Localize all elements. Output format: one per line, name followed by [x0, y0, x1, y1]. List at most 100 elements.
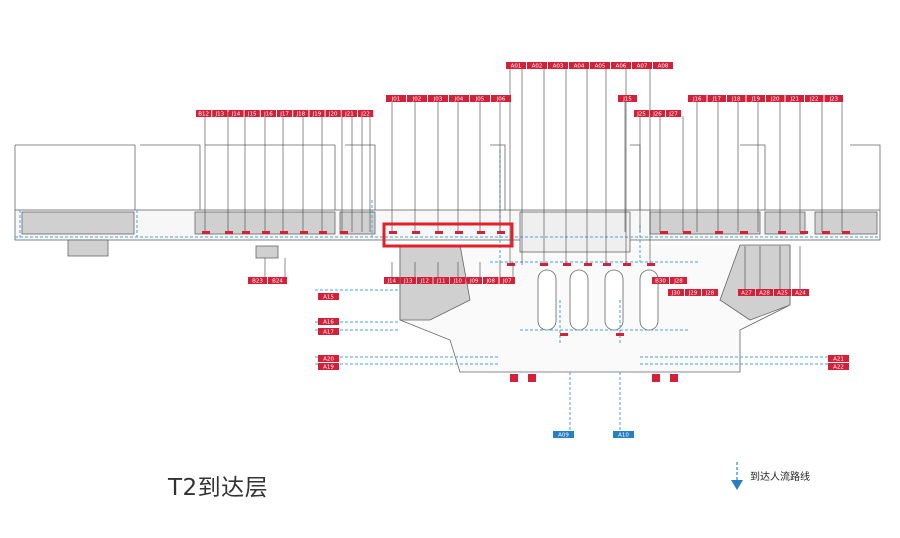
gate-tag: A19 — [318, 363, 339, 371]
svg-text:A27: A27 — [741, 291, 752, 297]
gate-tag: A25 — [774, 289, 791, 297]
gate-tag: A01 — [506, 62, 526, 70]
gate-tag: J06 — [491, 95, 511, 103]
svg-text:J28: J28 — [705, 291, 715, 297]
svg-text:J23: J23 — [828, 97, 838, 103]
arrival-flow-lines — [15, 150, 880, 430]
gate-tag: A21 — [828, 355, 849, 363]
gate-tag: J18 — [727, 95, 746, 103]
gate-tag: J05 — [470, 95, 490, 103]
svg-text:A03: A03 — [553, 64, 564, 70]
gate-tag: J14 — [384, 277, 400, 285]
svg-text:A01: A01 — [511, 64, 522, 70]
svg-text:J03: J03 — [433, 97, 443, 103]
svg-text:J09: J09 — [469, 279, 479, 285]
gate-tag: J09 — [466, 277, 482, 285]
gate-tag: A24 — [792, 289, 809, 297]
gate-tag: J08 — [483, 277, 499, 285]
gate-tag: J28 — [670, 277, 687, 285]
svg-text:B23: B23 — [252, 279, 263, 285]
svg-text:J21: J21 — [789, 97, 799, 103]
gate-tag: J27 — [666, 110, 681, 118]
svg-text:J17: J17 — [711, 97, 721, 103]
gate-tag: J03 — [428, 95, 448, 103]
gate-tag: A27 — [738, 289, 755, 297]
svg-text:J18: J18 — [731, 97, 741, 103]
gate-tag: J21 — [341, 110, 357, 118]
gate-tag: J30 — [668, 289, 684, 297]
svg-text:J22: J22 — [809, 97, 819, 103]
gate-tag: J21 — [785, 95, 804, 103]
gate-tag: A20 — [318, 355, 339, 363]
svg-text:A17: A17 — [323, 330, 334, 336]
svg-text:J06: J06 — [496, 97, 506, 103]
gate-tag: B12 — [196, 110, 212, 118]
svg-text:J22: J22 — [360, 112, 370, 118]
svg-text:J13: J13 — [214, 112, 224, 118]
svg-text:J16: J16 — [263, 112, 273, 118]
svg-text:J28: J28 — [673, 279, 683, 285]
svg-text:J18: J18 — [295, 112, 305, 118]
svg-text:A09: A09 — [558, 433, 569, 439]
gate-tag: J07 — [499, 277, 515, 285]
tag-leader-lines — [204, 68, 843, 290]
svg-text:A19: A19 — [323, 365, 334, 371]
gate-tag: J10 — [450, 277, 466, 285]
svg-text:J11: J11 — [436, 279, 446, 285]
gate-tag: J29 — [685, 289, 701, 297]
floor-title: T2到达层 — [168, 475, 269, 501]
gate-tag: A16 — [318, 318, 339, 326]
door-marks — [202, 231, 850, 382]
gate-tag: B23 — [248, 277, 267, 285]
gate-tag: A28 — [756, 289, 773, 297]
gate-tag: J14 — [228, 110, 244, 118]
highlight-box — [382, 222, 514, 248]
svg-text:J02: J02 — [412, 97, 422, 103]
svg-text:J30: J30 — [671, 291, 681, 297]
building-structure — [14, 144, 881, 373]
svg-text:J08: J08 — [485, 279, 495, 285]
svg-text:B30: B30 — [655, 279, 666, 285]
gate-tag: J01 — [386, 95, 406, 103]
svg-text:J10: J10 — [452, 279, 462, 285]
gate-tag: J19 — [746, 95, 765, 103]
svg-text:J19: J19 — [750, 97, 760, 103]
gate-tag: J16 — [688, 95, 707, 103]
svg-text:J12: J12 — [419, 279, 429, 285]
svg-text:J20: J20 — [328, 112, 338, 118]
legend: 到达人流路线 — [730, 460, 840, 494]
gate-tag: A05 — [590, 62, 610, 70]
svg-text:J26: J26 — [652, 112, 662, 118]
gate-tag: J17 — [707, 95, 726, 103]
gate-tag: J20 — [325, 110, 341, 118]
svg-text:A15: A15 — [323, 295, 334, 301]
gate-tag: J13 — [400, 277, 416, 285]
svg-text:J14: J14 — [386, 279, 396, 285]
svg-text:J19: J19 — [312, 112, 322, 118]
gate-tag: J23 — [824, 95, 843, 103]
svg-text:A10: A10 — [618, 433, 629, 439]
flow-arrow-icon — [731, 462, 743, 490]
svg-text:J05: J05 — [475, 97, 485, 103]
gate-tag: A17 — [318, 328, 339, 336]
gate-tag: A22 — [828, 363, 849, 371]
gate-tag: A07 — [632, 62, 652, 70]
gate-tag: J26 — [650, 110, 665, 118]
gate-tag: J15 — [618, 95, 637, 103]
gate-tag: J28 — [702, 289, 718, 297]
gate-tag: B24 — [268, 277, 287, 285]
gate-tag: J22 — [805, 95, 824, 103]
svg-text:J29: J29 — [688, 291, 698, 297]
gate-tag: J17 — [277, 110, 293, 118]
svg-text:J14: J14 — [231, 112, 241, 118]
gate-tag: J12 — [417, 277, 433, 285]
svg-text:J15: J15 — [247, 112, 257, 118]
gate-tag: A08 — [653, 62, 673, 70]
gate-tag: A06 — [611, 62, 631, 70]
gate-tag: J04 — [449, 95, 469, 103]
svg-text:A28: A28 — [759, 291, 770, 297]
gate-tag: J20 — [766, 95, 785, 103]
svg-text:B24: B24 — [272, 279, 283, 285]
